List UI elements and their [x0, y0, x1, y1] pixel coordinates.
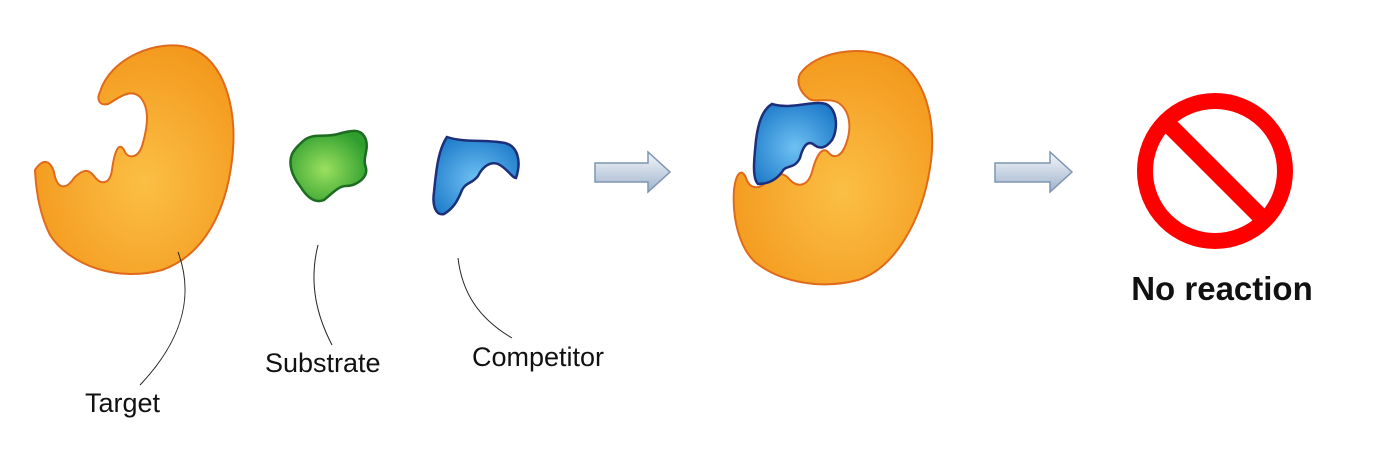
- target-label: Target: [85, 388, 161, 418]
- competitor-leader-line: [457, 257, 513, 339]
- target-leader-line: [139, 251, 186, 386]
- enzyme-competitor-complex: [732, 50, 934, 286]
- substrate-label: Substrate: [265, 348, 381, 378]
- right-arrow-icon: [594, 150, 672, 194]
- substrate-leader-line: [313, 244, 333, 346]
- competitor-label: Competitor: [472, 342, 604, 372]
- substrate-molecule: [289, 129, 368, 203]
- no-reaction-label: No reaction: [1131, 270, 1313, 307]
- prohibited-icon: [1137, 93, 1293, 249]
- competitor-molecule: [432, 135, 520, 216]
- right-arrow-icon: [994, 150, 1074, 194]
- target-enzyme: [33, 44, 235, 275]
